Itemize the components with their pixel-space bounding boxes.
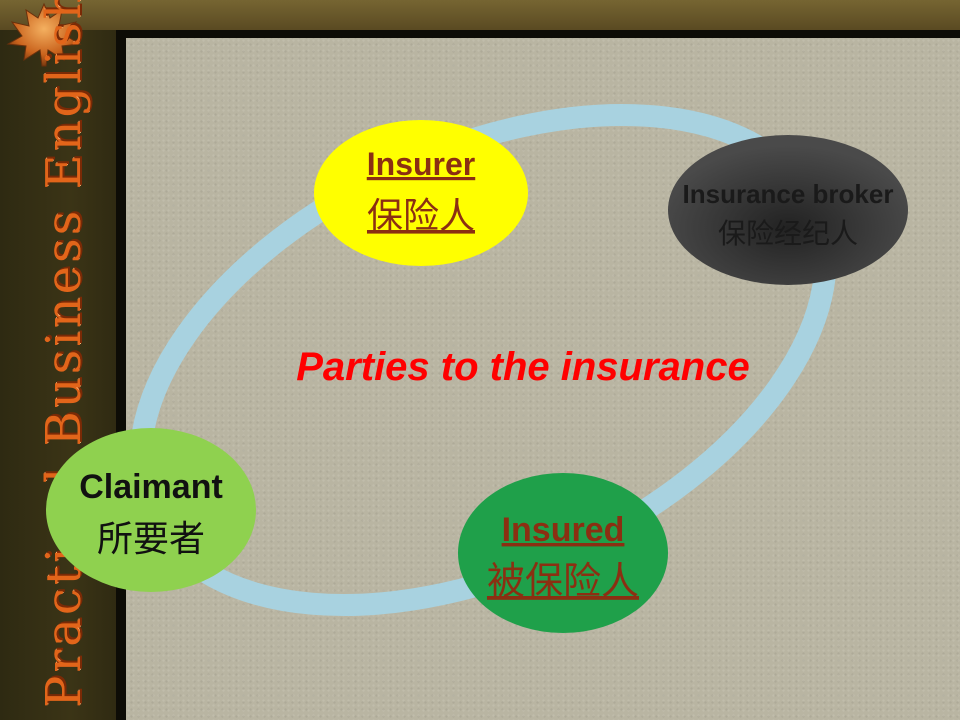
node-broker: Insurance broker 保险经纪人 xyxy=(668,135,908,285)
node-insurer: Insurer 保险人 xyxy=(314,120,528,266)
node-claimant: Claimant 所要者 xyxy=(46,428,256,592)
insurer-label-en: Insurer xyxy=(367,146,475,182)
insurer-label-cn: 保险人 xyxy=(367,196,475,237)
insured-label-cn: 被保险人 xyxy=(487,559,639,603)
broker-label-cn: 保险经纪人 xyxy=(718,217,858,250)
claimant-label-en: Claimant xyxy=(79,468,223,506)
broker-label-en: Insurance broker xyxy=(683,179,894,209)
diagram-title: Parties to the insurance xyxy=(296,345,749,389)
top-band xyxy=(0,0,960,30)
insured-label-en: Insured xyxy=(502,511,625,549)
maple-leaf-icon xyxy=(6,2,82,67)
node-insured: Insured 被保险人 xyxy=(458,473,668,633)
left-strip xyxy=(0,0,118,720)
claimant-label-cn: 所要者 xyxy=(97,519,205,560)
